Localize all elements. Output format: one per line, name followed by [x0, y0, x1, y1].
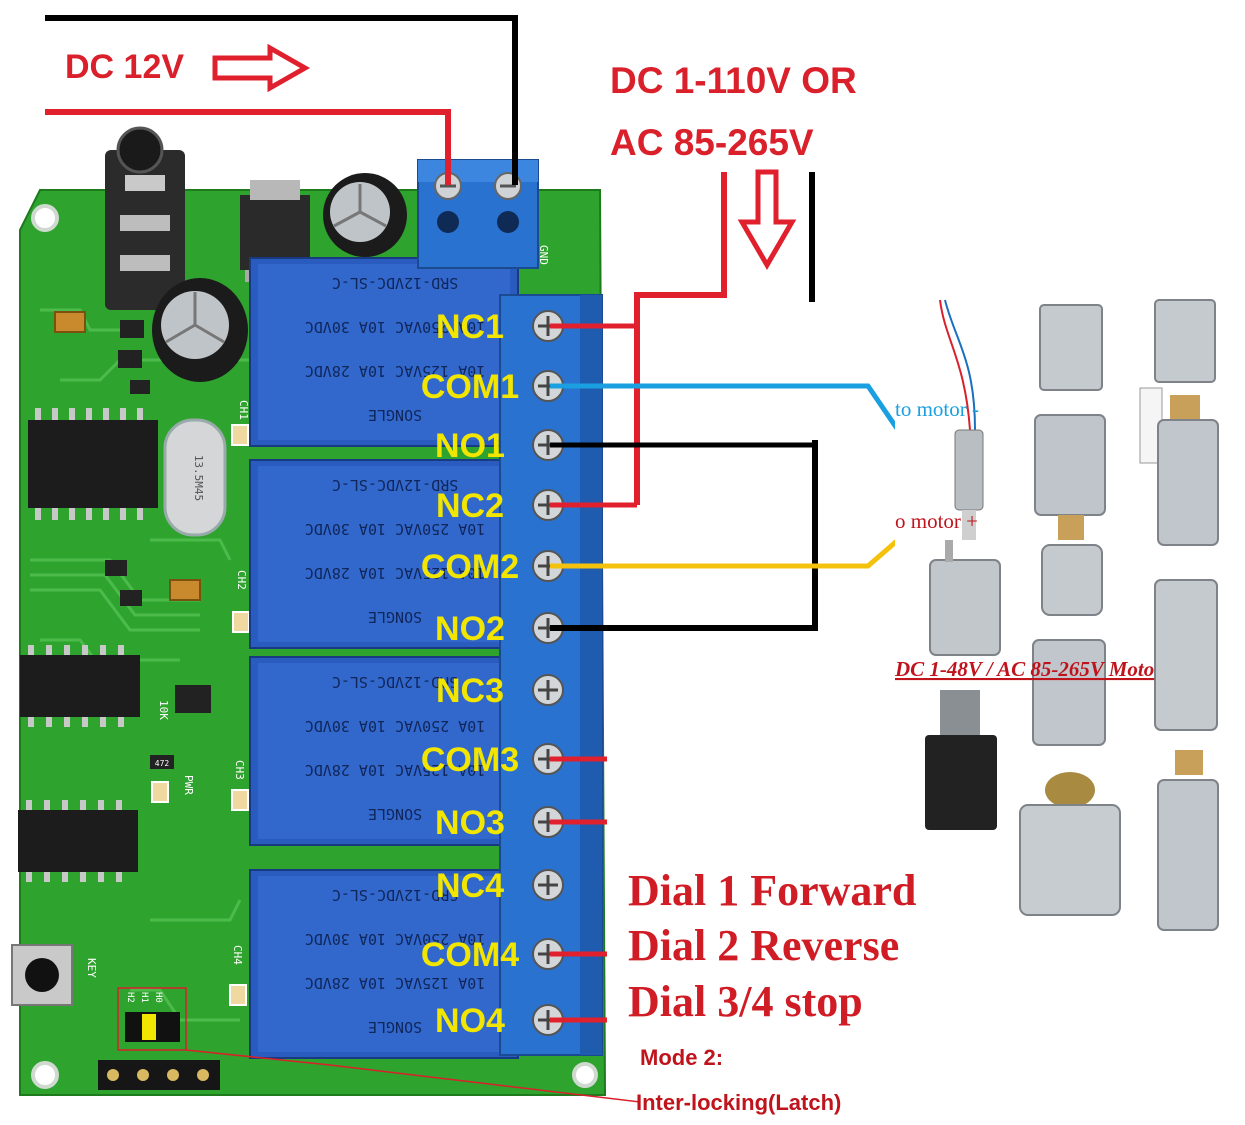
key-button: KEY — [11, 944, 98, 1006]
motor-plus-label: o motor + — [895, 509, 978, 533]
ch3-label: CH3 — [233, 760, 246, 780]
mount-hole — [31, 204, 59, 232]
ch4-label: CH4 — [231, 945, 244, 965]
terminal-label-nc4: NC4 — [436, 867, 504, 905]
mount-hole — [31, 1061, 59, 1089]
relay-model-text: SRD-12VDC-SL-C — [332, 476, 458, 494]
pwr-label: PWR — [182, 775, 195, 795]
terminal-label-nc3: NC3 — [436, 672, 504, 710]
dial-2-label: Dial 2 Reverse — [628, 921, 899, 970]
led — [232, 611, 250, 633]
relay-brand-text: SONGLE — [368, 1018, 422, 1036]
wire-motor-plus — [550, 537, 940, 569]
crystal: 13.5M45 — [163, 418, 227, 537]
jumper-h0-label: H0 — [153, 992, 163, 1003]
mode-line2: Inter-locking(Latch) — [636, 1090, 841, 1115]
relay-brand-text: SONGLE — [368, 406, 422, 424]
led — [231, 789, 249, 811]
pin-header — [98, 1060, 220, 1090]
dial-1-label: Dial 1 Forward — [628, 866, 916, 915]
relay-terminal-strip — [499, 294, 603, 1056]
wire-12v — [45, 109, 451, 185]
jumper-h2-label: H2 — [125, 992, 135, 1003]
jumper-h1-label: H1 — [139, 992, 149, 1003]
wire-gnd — [45, 15, 518, 185]
terminal-label-no2: NO2 — [435, 610, 505, 648]
arrow-down-icon — [737, 169, 797, 270]
relay-rating-a-text: 10A 250VAC 10A 30VDC — [305, 930, 486, 948]
motor-minus-label: to motor - — [895, 397, 979, 421]
relay-4: SRD-12VDC-SL-C 10A 250VAC 10A 30VDC 10A 12… — [249, 869, 519, 1059]
relay-brand-text: SONGLE — [368, 608, 422, 626]
relays: SRD-12VDC-SL-C 10A 250VAC 10A 30VDC 10A 12… — [249, 257, 519, 1059]
relay-model-text: SRD-12VDC-SL-C — [332, 274, 458, 292]
key-label: KEY — [85, 958, 98, 978]
terminal-label-nc2: NC2 — [436, 487, 504, 525]
relay-model-text: SRD-12VDC-SL-C — [332, 673, 458, 691]
relay-brand-text: SONGLE — [368, 805, 422, 823]
terminal-screw-com1 — [532, 370, 564, 402]
ch1-label: CH1 — [237, 400, 250, 420]
pwr-led — [151, 781, 169, 803]
relay-rating-b-text: 10A 125VAC 10A 28VDC — [305, 564, 486, 582]
terminal-label-com1: COM1 — [421, 368, 519, 406]
power-terminal — [417, 159, 539, 269]
ic-chip — [20, 645, 140, 727]
resistor-10k-label: 10K — [157, 700, 170, 720]
relay-rating-b-text: 10A 125VAC 10A 28VDC — [305, 761, 486, 779]
relay-model-text: SRD-12VDC-SL-C — [332, 886, 458, 904]
terminal-screw-nc3 — [532, 674, 564, 706]
capacitor — [323, 173, 407, 257]
ic-chip — [18, 800, 138, 882]
wire-motor-minus — [550, 383, 940, 433]
terminal-label-com4: COM4 — [421, 936, 519, 974]
terminal-screw-no3 — [532, 806, 564, 838]
relay-rating-a-text: 10A 250VAC 10A 30VDC — [305, 520, 486, 538]
dial-3-label: Dial 3/4 stop — [628, 977, 863, 1026]
terminal-label-no3: NO3 — [435, 804, 505, 842]
relay-rating-b-text: 10A 125VAC 10A 28VDC — [305, 974, 486, 992]
arrow-right-icon — [212, 43, 311, 93]
wire-no2 — [550, 440, 818, 631]
ch2-label: CH2 — [235, 570, 248, 590]
led — [231, 424, 249, 446]
load-supply-line2: AC 85-265V — [610, 122, 814, 163]
relay-2: SRD-12VDC-SL-C 10A 250VAC 10A 30VDC 10A 12… — [249, 459, 519, 649]
ic-chip — [28, 408, 158, 520]
wire-load-supply — [634, 172, 727, 505]
crystal-label: 13.5M45 — [192, 455, 205, 501]
led — [229, 984, 247, 1006]
load-supply-line1: DC 1-110V OR — [610, 60, 857, 101]
relay-rating-a-text: 10A 250VAC 10A 30VDC — [305, 318, 486, 336]
relay-1: SRD-12VDC-SL-C 10A 250VAC 10A 30VDC 10A 12… — [249, 257, 519, 447]
terminal-label-com2: COM2 — [421, 548, 519, 586]
terminal-label-no1: NO1 — [435, 427, 505, 465]
mode-jumper: H2 H1 H0 — [117, 987, 187, 1051]
resistor-472-label: 472 — [155, 759, 170, 768]
capacitor — [152, 278, 248, 382]
led-indicators: CH1 CH2 CH3 CH4 PWR GND — [151, 245, 550, 1006]
relay-3: SRD-12VDC-SL-C 10A 250VAC 10A 30VDC 10A 12… — [249, 656, 519, 846]
smd-components: 472 10K — [54, 311, 211, 769]
power-label: DC 12V — [65, 48, 184, 86]
jumper-callout-line — [185, 1049, 641, 1103]
relay-rating-a-text: 10A 250VAC 10A 30VDC — [305, 717, 486, 735]
mode-line1: Mode 2: — [640, 1045, 723, 1070]
audio-jack — [105, 126, 185, 310]
motor-photo — [895, 280, 1230, 932]
terminal-label-nc1: NC1 — [436, 308, 504, 346]
terminal-label-no4: NO4 — [435, 1002, 505, 1040]
mount-hole — [572, 1062, 598, 1088]
gnd-label: GND — [537, 245, 550, 265]
terminal-label-com3: COM3 — [421, 741, 519, 779]
terminal-screw-nc4 — [532, 869, 564, 901]
motor-caption: DC 1-48V / AC 85-265V Moto — [894, 657, 1154, 681]
relay-rating-b-text: 10A 125VAC 10A 28VDC — [305, 362, 486, 380]
